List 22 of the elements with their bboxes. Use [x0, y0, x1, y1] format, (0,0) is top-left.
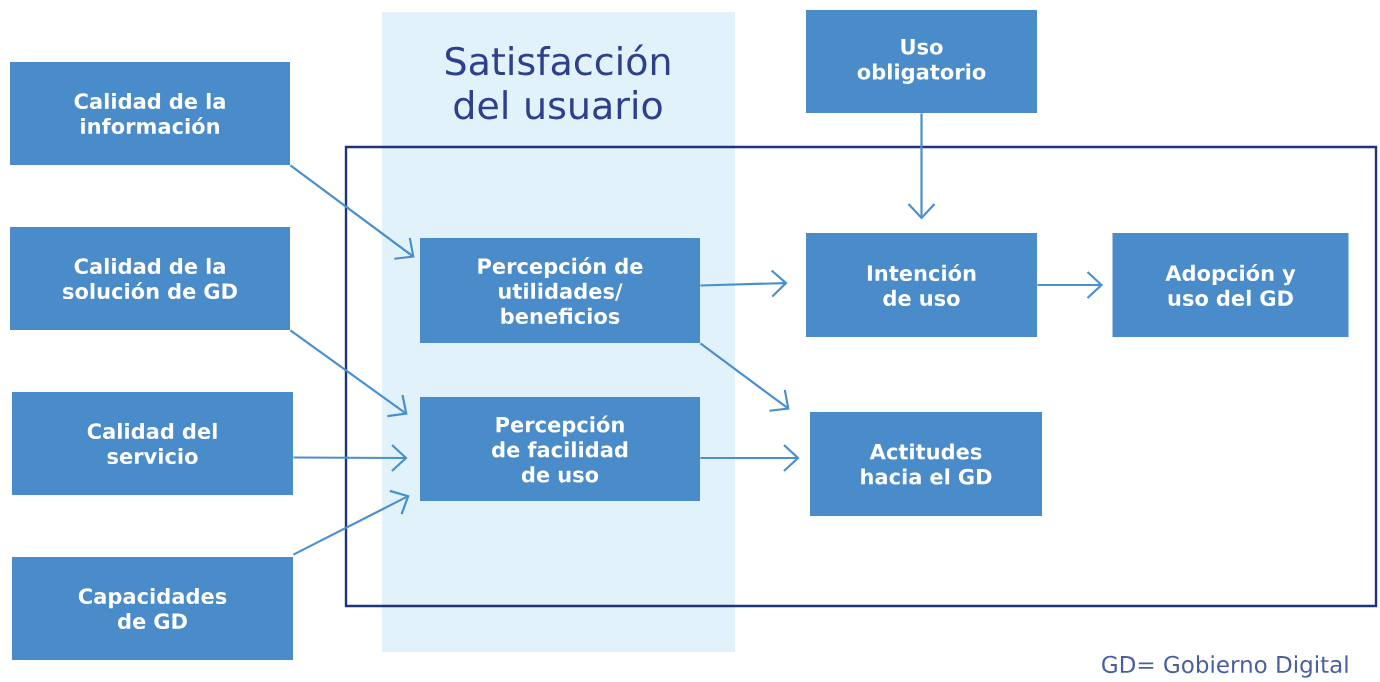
process-box: Actitudes hacia el GD — [810, 412, 1042, 516]
arrow — [700, 269, 788, 298]
footnote: GD= Gobierno Digital — [1102, 655, 1348, 678]
arrow — [289, 164, 415, 260]
process-box: Percepción de facilidad de uso — [420, 397, 700, 501]
arrow — [907, 113, 936, 220]
arrow — [700, 444, 800, 472]
arrow — [1037, 271, 1104, 299]
process-box: Percepción de utilidades/ beneficios — [420, 238, 700, 343]
group-frame — [344, 145, 1378, 608]
arrow — [292, 489, 410, 556]
process-box: Capacidades de GD — [12, 557, 293, 660]
process-box: Calidad del servicio — [12, 392, 293, 495]
band-title: Satisfacción del usuario — [446, 44, 670, 120]
process-box: Intención de uso — [806, 233, 1037, 337]
arrow — [289, 329, 408, 418]
process-box: Adopción y uso del GD — [1112, 233, 1349, 337]
process-box: Calidad de la información — [10, 62, 290, 165]
arrow — [293, 444, 408, 472]
arrow — [699, 342, 790, 412]
process-box: Calidad de la solución de GD — [10, 227, 290, 330]
process-box: Uso obligatorio — [806, 10, 1037, 113]
